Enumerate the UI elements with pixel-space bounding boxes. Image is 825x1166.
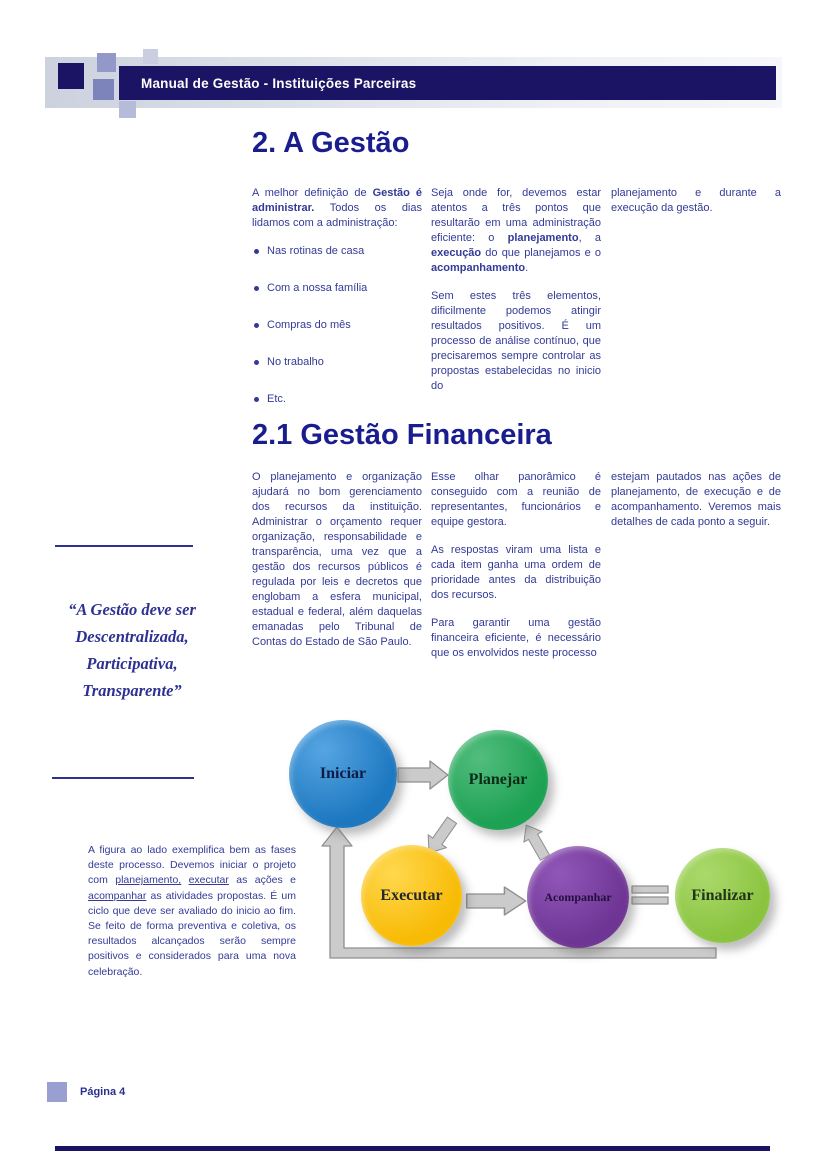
- text-run: Seja onde for, devemos estar atentos a t…: [431, 187, 601, 244]
- header-bar: Manual de Gestão - Instituições Parceira…: [119, 66, 776, 100]
- node-label: Finalizar: [691, 886, 754, 904]
- section-heading-gestao-financeira: 2.1 Gestão Financeira: [252, 419, 552, 451]
- decor-square: [97, 53, 116, 72]
- text-run-bold: acompanhamento: [431, 262, 526, 274]
- page-number: Página 4: [80, 1086, 126, 1098]
- list-item: Com a nossa família: [252, 281, 422, 296]
- equals-bar-bottom: [631, 896, 669, 905]
- text-run: A melhor definição de: [252, 187, 373, 199]
- header-title: Manual de Gestão - Instituições Parceira…: [141, 75, 417, 91]
- node-label: Iniciar: [319, 765, 367, 782]
- node-finalizar: Finalizar: [675, 848, 770, 943]
- paragraph: estejam pautados nas ações de planejamen…: [611, 471, 781, 528]
- s1-column-3: planejamento e durante a execução da ges…: [611, 186, 781, 229]
- text-run: Todos os dias lidamos com a administraçã…: [252, 202, 422, 229]
- node-executar: Executar: [361, 845, 462, 946]
- bullet-text: Compras do mês: [267, 319, 351, 331]
- quote-line: Participativa,: [86, 654, 178, 673]
- figure-caption: A figura ao lado exemplifica bem as fase…: [88, 843, 296, 980]
- arrow-return-loop: [321, 826, 717, 959]
- text-run: A figura ao lado exemplifica bem as fase…: [88, 844, 296, 887]
- s1-column-2: Seja onde for, devemos estar atentos a t…: [431, 186, 601, 407]
- paragraph: A melhor definição de Gestão é administr…: [252, 186, 422, 231]
- paragraph: planejamento e durante a execução da ges…: [611, 187, 781, 214]
- paragraph: O planejamento e organização ajudará no …: [252, 471, 422, 648]
- bullet-list: Nas rotinas de casa Com a nossa família …: [252, 244, 422, 407]
- node-label: Acompanhar: [544, 889, 612, 904]
- quote-line: “A Gestão deve ser: [68, 600, 196, 619]
- text-run-bold: execução: [431, 247, 482, 259]
- list-item: Nas rotinas de casa: [252, 244, 422, 259]
- node-iniciar: Iniciar: [289, 720, 397, 828]
- decor-square: [143, 49, 158, 64]
- node-label: Executar: [380, 886, 443, 904]
- footer-square: [47, 1082, 67, 1102]
- decor-square: [93, 79, 114, 100]
- text-run-underline: planejamento,: [115, 874, 182, 887]
- text-run-underline: executar: [188, 874, 229, 887]
- decor-square: [119, 101, 136, 118]
- list-item: Etc.: [252, 392, 422, 407]
- decor-square-navy: [58, 63, 84, 89]
- list-item: Compras do mês: [252, 318, 422, 333]
- text-run: as ações e: [228, 874, 296, 887]
- text-run: [181, 874, 188, 886]
- text-run: , a: [578, 232, 601, 244]
- paragraph: Sem estes três elementos, dificilmente p…: [431, 290, 601, 392]
- paragraph: Seja onde for, devemos estar atentos a t…: [431, 186, 601, 276]
- bullet-text: No trabalho: [267, 356, 324, 368]
- text-run-bold: planejamento: [507, 232, 579, 244]
- bullet-text: Nas rotinas de casa: [267, 245, 365, 257]
- arrow-iniciar-planejar: [397, 760, 449, 790]
- pull-quote: “A Gestão deve ser Descentralizada, Part…: [42, 596, 222, 704]
- process-flow-arrows: [321, 760, 717, 959]
- s2-column-1: O planejamento e organização ajudará no …: [252, 470, 422, 663]
- text-run-bold: Gestão é administrar.: [252, 187, 422, 214]
- quote-line: Transparente”: [82, 681, 182, 700]
- list-item: No trabalho: [252, 355, 422, 370]
- paragraph: As respostas viram uma lista e cada item…: [431, 544, 601, 601]
- text-run: as atividades propostas. É um ciclo que …: [88, 889, 296, 978]
- bullet-text: Etc.: [267, 393, 286, 405]
- node-label: Planejar: [468, 771, 528, 788]
- text-run: .: [525, 262, 529, 274]
- sidebar-rule-top: [55, 545, 193, 547]
- bottom-rule: [55, 1146, 770, 1151]
- sidebar-rule-bottom: [52, 777, 194, 779]
- s2-column-3: estejam pautados nas ações de planejamen…: [611, 470, 781, 543]
- paragraph: Esse olhar panorâmico é conseguido com a…: [431, 471, 601, 528]
- section-heading-gestao: 2. A Gestão: [252, 127, 410, 159]
- s1-column-1: A melhor definição de Gestão é administr…: [252, 186, 422, 429]
- arrow-executar-acompanhar: [465, 886, 527, 916]
- text-run-underline: acompanhar: [88, 889, 147, 902]
- node-planejar: Planejar: [448, 730, 548, 830]
- paragraph: Para garantir uma gestão financeira efic…: [431, 617, 601, 659]
- node-acompanhar: Acompanhar: [527, 846, 629, 948]
- quote-line: Descentralizada,: [75, 627, 189, 646]
- text-run: do que planejamos e o: [481, 247, 601, 259]
- equals-bar-top: [631, 885, 669, 894]
- bullet-text: Com a nossa família: [267, 282, 368, 294]
- s2-column-2: Esse olhar panorâmico é conseguido com a…: [431, 470, 601, 674]
